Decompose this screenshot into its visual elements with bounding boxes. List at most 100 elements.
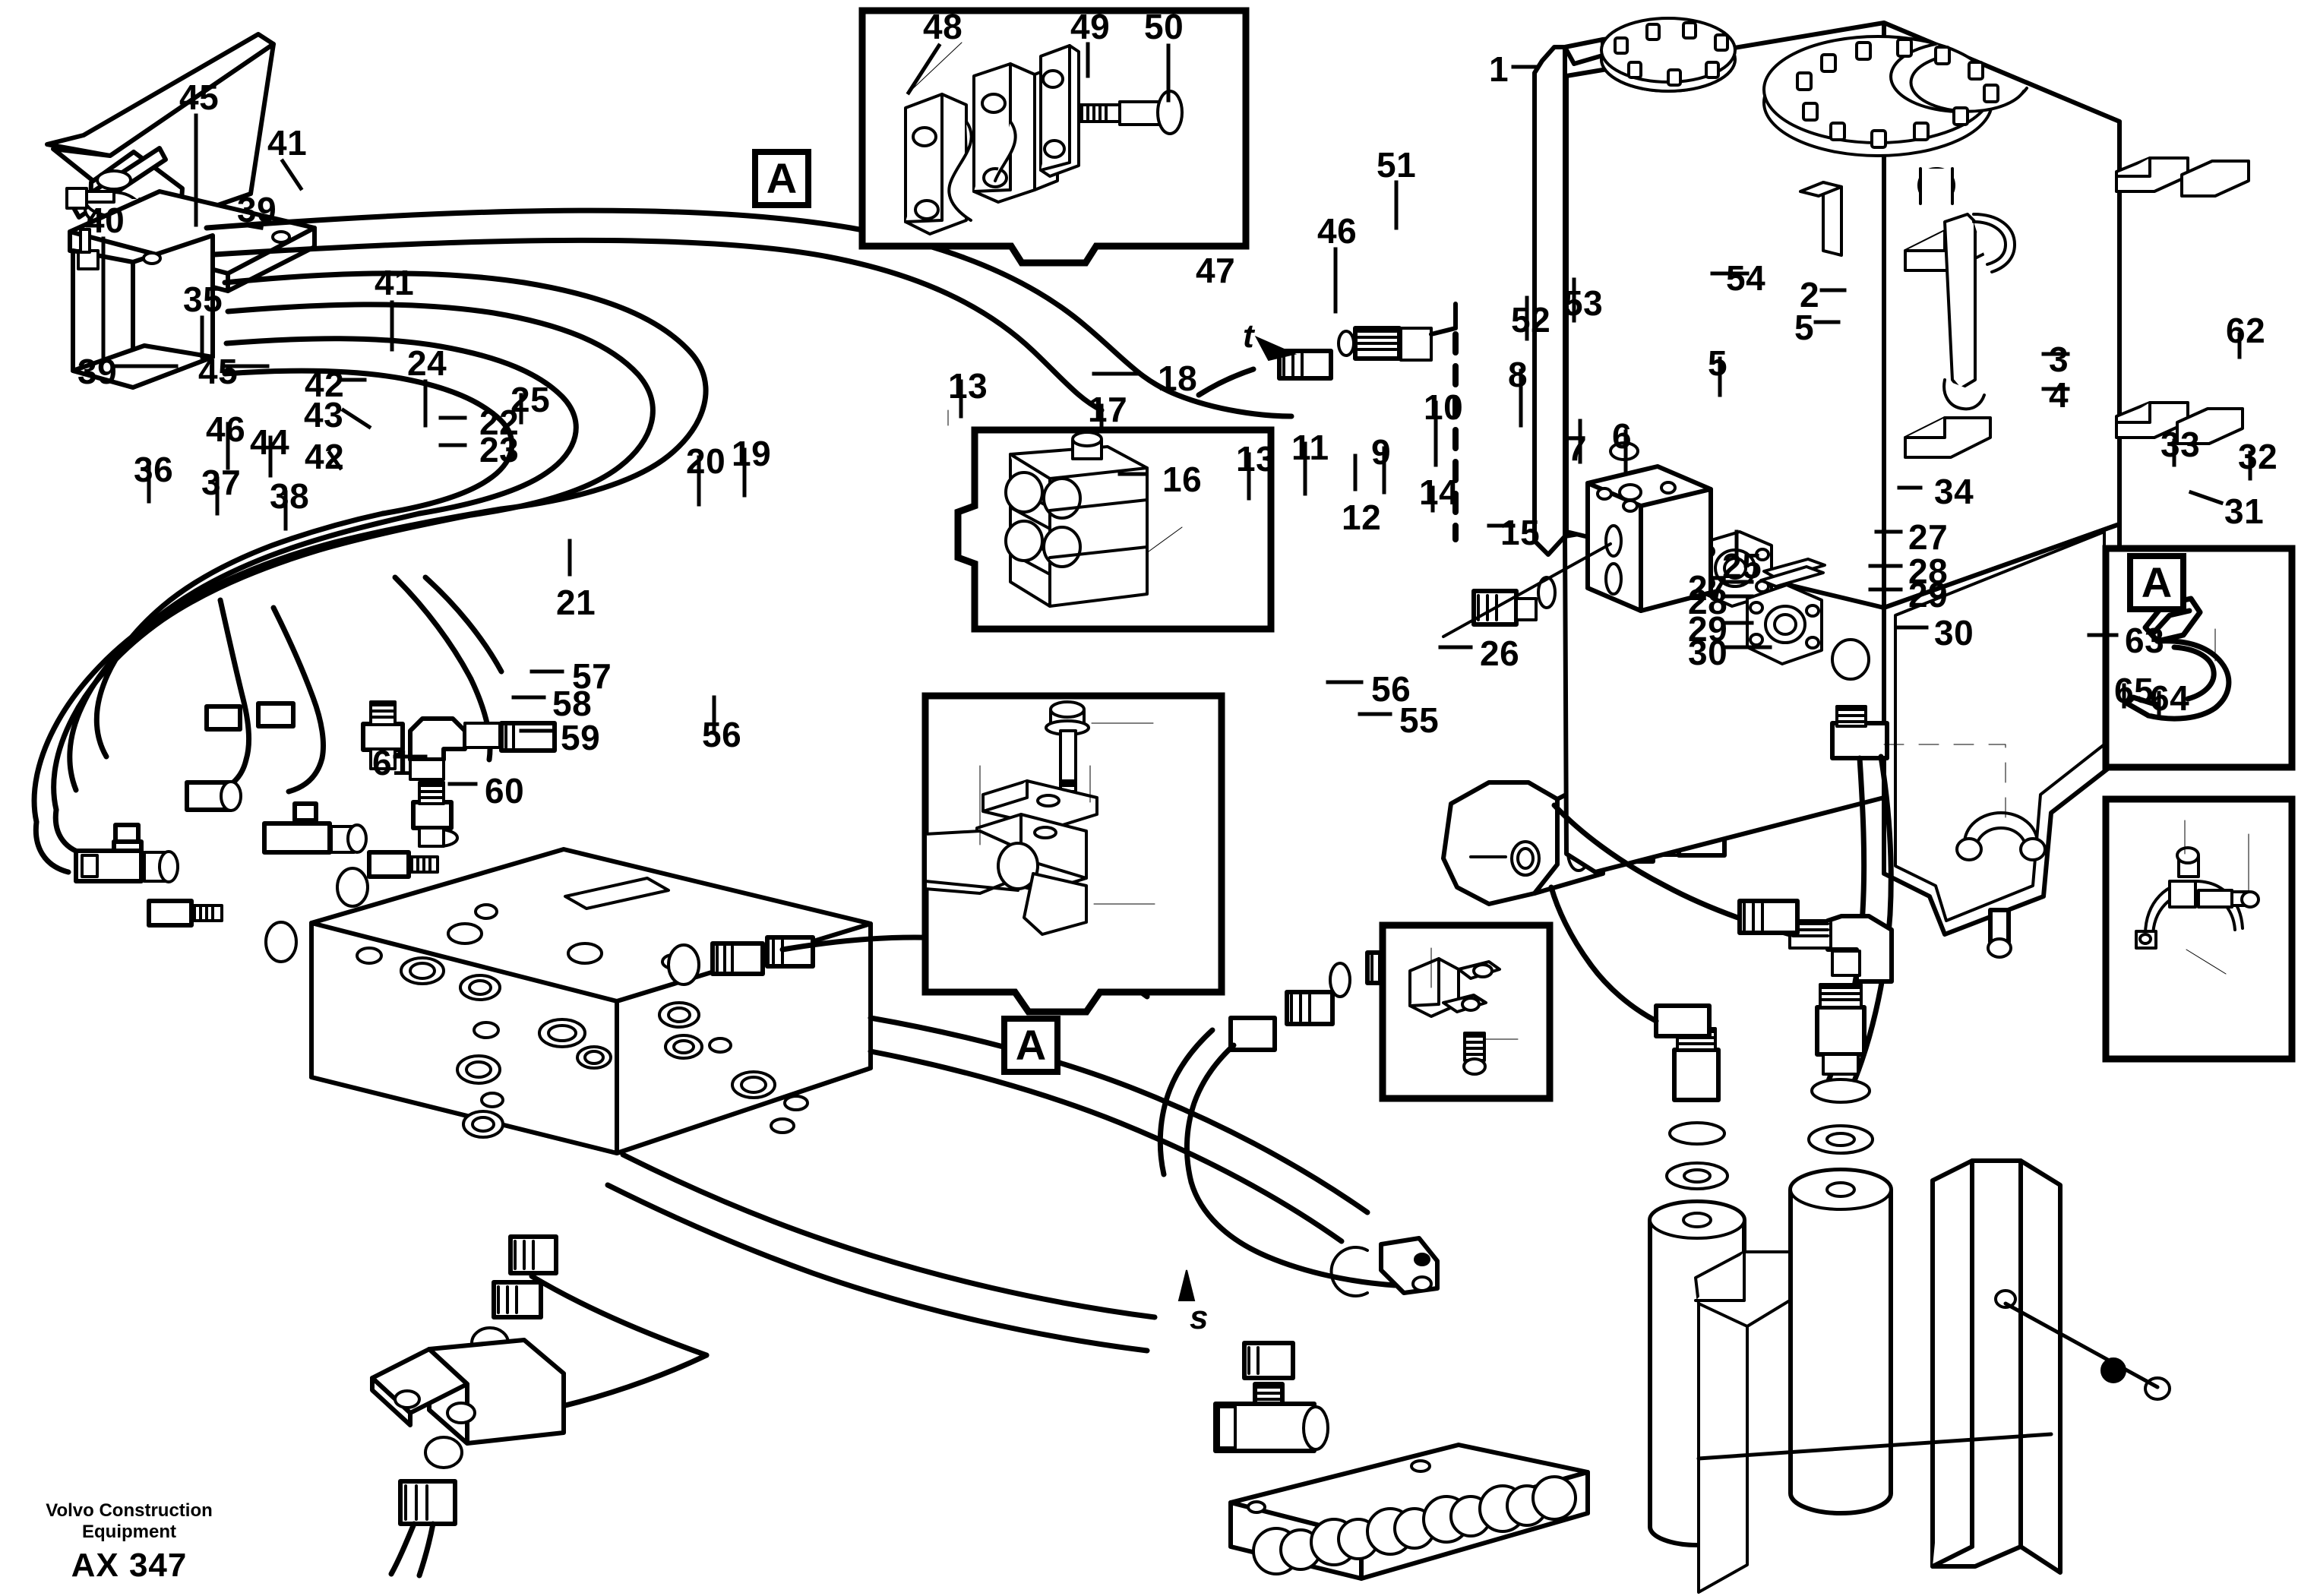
part-number-3: 3 (2049, 340, 2069, 379)
port-adapter-19-20 (667, 935, 815, 986)
part-number-41: 41 (375, 263, 415, 302)
part-number-65: 65 (2114, 671, 2154, 710)
part-number-39: 39 (77, 352, 118, 391)
part-number-1: 1 (1489, 49, 1509, 89)
part-number-51: 51 (1377, 145, 1417, 185)
inset-detail-clamp-31 (2102, 795, 2296, 1063)
part-number-24: 24 (407, 343, 447, 383)
part-number-52: 52 (1511, 300, 1551, 340)
flow-marker-s: s (1190, 1299, 1209, 1336)
part-number-50: 50 (1144, 7, 1184, 46)
distribution-manifold-assembly (1213, 1236, 1590, 1581)
part-number-19: 19 (732, 434, 772, 473)
part-number-45: 45 (179, 77, 220, 117)
part-number-37: 37 (201, 463, 242, 502)
part-number-18: 18 (1158, 359, 1198, 398)
part-number-28: 28 (1688, 582, 1728, 621)
part-number-13: 13 (948, 366, 988, 406)
part-number-55: 55 (1399, 700, 1440, 740)
manufacturer-line-1: Volvo Construction (46, 1500, 213, 1521)
inset-clamp-bolt (858, 7, 1250, 267)
part-number-34: 34 (1934, 472, 1974, 511)
part-number-20: 20 (686, 441, 726, 481)
section-callout-a-right-upper: A (2127, 553, 2186, 612)
tank-valve-block-54 (1442, 441, 1713, 638)
part-number-49: 49 (1070, 7, 1111, 46)
part-number-27: 27 (1688, 568, 1728, 608)
part-number-62: 62 (2226, 311, 2266, 350)
part-number-59: 59 (561, 718, 601, 757)
part-number-28: 28 (1908, 551, 1949, 591)
part-number-56: 56 (1371, 669, 1411, 709)
part-number-9: 9 (1371, 432, 1392, 472)
part-number-40: 40 (85, 201, 125, 240)
part-number-38: 38 (270, 476, 310, 516)
part-number-5: 5 (1794, 308, 1815, 347)
part-number-29: 29 (1908, 575, 1949, 615)
part-number-46: 46 (1317, 211, 1358, 251)
tank-return-fitting (1196, 302, 1459, 542)
part-number-2: 2 (1800, 275, 1820, 314)
valve-block-inlet-fittings (74, 700, 557, 963)
part-number-58: 58 (552, 684, 593, 723)
section-callout-a-top-left: A (752, 149, 811, 208)
valve-block (309, 847, 873, 1155)
part-number-8: 8 (1508, 355, 1528, 394)
part-number-32: 32 (2238, 437, 2278, 476)
drawing-number: AX 347 (71, 1547, 188, 1585)
part-number-29: 29 (1688, 609, 1728, 649)
part-number-35: 35 (183, 280, 223, 319)
part-number-22: 22 (479, 403, 520, 442)
flow-marker-t: t (1243, 318, 1254, 355)
manufacturer-line-2: Equipment (82, 1521, 176, 1542)
part-number-30: 30 (1688, 633, 1728, 672)
inset-small-clamp (1379, 921, 1554, 1102)
part-number-45: 45 (198, 352, 239, 391)
part-number-4: 4 (2049, 375, 2069, 415)
part-number-7: 7 (1567, 428, 1588, 468)
hose-bundle-upper (31, 207, 1294, 825)
section-callout-a-mid-left: A (1001, 1016, 1060, 1075)
part-number-46: 46 (206, 409, 246, 449)
part-number-11: 11 (1291, 428, 1329, 467)
part-number-57: 57 (572, 656, 612, 696)
part-number-60: 60 (485, 771, 525, 811)
part-number-36: 36 (134, 450, 174, 489)
hose-bundle-valve-side (33, 574, 504, 875)
part-number-44: 44 (250, 422, 290, 462)
part-number-5: 5 (1708, 343, 1728, 383)
part-number-10: 10 (1424, 387, 1464, 427)
part-number-61: 61 (372, 743, 413, 782)
inset-pipe-clamp (921, 409, 1225, 1016)
part-number-14: 14 (1419, 472, 1459, 512)
part-number-6: 6 (1612, 416, 1633, 456)
part-number-41: 41 (267, 123, 308, 163)
leader-lines (101, 42, 2252, 786)
part-number-21: 21 (556, 583, 596, 622)
part-number-63: 63 (2125, 621, 2165, 660)
part-number-33: 33 (2160, 425, 2201, 464)
part-number-13: 13 (1236, 439, 1276, 479)
part-number-43: 43 (304, 395, 344, 435)
part-number-48: 48 (923, 7, 963, 46)
part-number-56: 56 (702, 715, 742, 754)
part-number-42: 42 (305, 437, 345, 476)
part-number-54: 54 (1726, 258, 1766, 298)
part-number-12: 12 (1342, 498, 1382, 537)
inset-hose-block (954, 426, 1275, 633)
part-number-39: 39 (237, 190, 277, 229)
part-number-30: 30 (1934, 613, 1974, 653)
part-number-25: 25 (510, 380, 551, 419)
part-number-47: 47 (1196, 251, 1236, 290)
arrow-s (1177, 1269, 1196, 1301)
part-number-27: 27 (1908, 517, 1949, 557)
part-number-26: 26 (1480, 634, 1520, 673)
part-number-23: 23 (479, 430, 520, 469)
part-number-42: 42 (305, 365, 345, 404)
part-number-17: 17 (1088, 390, 1128, 429)
part-number-16: 16 (1162, 460, 1203, 499)
hydraulic-tank (1532, 17, 2250, 937)
part-number-25: 25 (1722, 546, 1762, 586)
